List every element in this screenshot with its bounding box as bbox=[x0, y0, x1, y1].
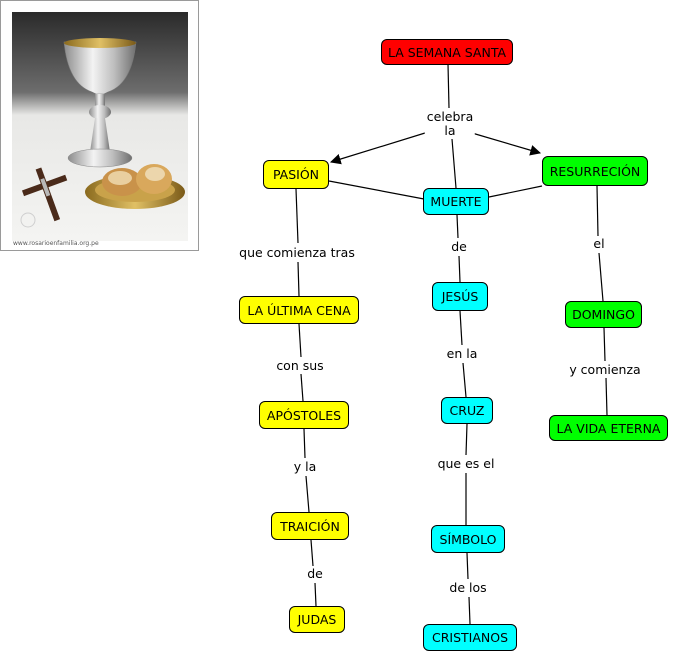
node-vida-eterna[interactable]: LA VIDA ETERNA bbox=[549, 415, 668, 441]
node-resurreccion[interactable]: RESURRECIÓN bbox=[542, 156, 648, 186]
line-el-domingo bbox=[598, 252, 604, 302]
link-de-judas: de bbox=[305, 566, 325, 582]
link-el: el bbox=[591, 236, 607, 252]
line-apostoles-yla bbox=[303, 428, 306, 459]
arrow-to-resurreccion bbox=[471, 132, 542, 156]
line-yla-traicion bbox=[305, 475, 310, 513]
line-jesus-enla bbox=[459, 310, 463, 346]
line-cena-consus bbox=[298, 323, 302, 358]
link-celebra-text: celebra bbox=[426, 109, 474, 124]
arrow-to-pasion bbox=[329, 132, 426, 165]
line-pasion-down bbox=[295, 188, 299, 244]
link-la-text: la bbox=[444, 123, 456, 138]
photo-watermark: www.rosarioenfamilia.org.pe bbox=[13, 240, 99, 247]
line-muerte-resurreccion bbox=[488, 185, 543, 198]
node-domingo[interactable]: DOMINGO bbox=[565, 301, 642, 328]
line-resurreccion-el bbox=[596, 185, 599, 237]
line-pasion-muerte bbox=[328, 180, 425, 200]
node-judas[interactable]: JUDAS bbox=[289, 606, 345, 633]
line-delos-cristianos bbox=[468, 596, 471, 625]
chalice-image bbox=[12, 12, 188, 241]
node-ultima-cena[interactable]: LA ÚLTIMA CENA bbox=[239, 296, 359, 324]
line-celebra-muerte bbox=[451, 138, 457, 189]
node-simbolo[interactable]: SÍMBOLO bbox=[431, 525, 505, 553]
line-root-celebra bbox=[447, 63, 450, 109]
line-de-jesus bbox=[458, 255, 461, 283]
line-consus-apostoles bbox=[300, 373, 304, 402]
link-con-sus: con sus bbox=[274, 358, 326, 374]
node-muerte[interactable]: MUERTE bbox=[423, 188, 489, 215]
link-y-la: y la bbox=[291, 459, 319, 475]
link-de-los: de los bbox=[447, 580, 489, 596]
line-enla-cruz bbox=[462, 362, 467, 398]
node-pasion[interactable]: PASIÓN bbox=[263, 160, 329, 189]
node-traicion[interactable]: TRAICIÓN bbox=[271, 512, 349, 540]
node-jesus[interactable]: JESÚS bbox=[432, 282, 488, 311]
link-que-comienza-tras: que comienza tras bbox=[237, 245, 357, 261]
node-semana-santa[interactable]: LA SEMANA SANTA bbox=[381, 39, 513, 65]
line-de-judas bbox=[314, 582, 317, 607]
line-muerte-de bbox=[456, 214, 459, 239]
chalice-illustration bbox=[12, 12, 188, 241]
line-traicion-de bbox=[310, 539, 314, 567]
chalice-photo: www.rosarioenfamilia.org.pe bbox=[0, 0, 199, 251]
line-cruz-quees bbox=[465, 423, 468, 456]
line-ycomienza-vida bbox=[605, 377, 608, 416]
node-cruz[interactable]: CRUZ bbox=[441, 397, 493, 424]
link-en-la: en la bbox=[444, 346, 480, 362]
link-que-es-el: que es el bbox=[435, 456, 497, 472]
line-simbolo-delos bbox=[466, 552, 469, 580]
line-tras-cena bbox=[297, 261, 300, 297]
link-de-jesus: de bbox=[449, 239, 469, 255]
link-y-comienza: y comienza bbox=[567, 362, 643, 378]
link-celebra-la: celebra la bbox=[424, 109, 476, 139]
node-apostoles[interactable]: APÓSTOLES bbox=[259, 401, 349, 429]
node-cristianos[interactable]: CRISTIANOS bbox=[423, 624, 517, 651]
line-domingo-ycomienza bbox=[603, 327, 606, 362]
